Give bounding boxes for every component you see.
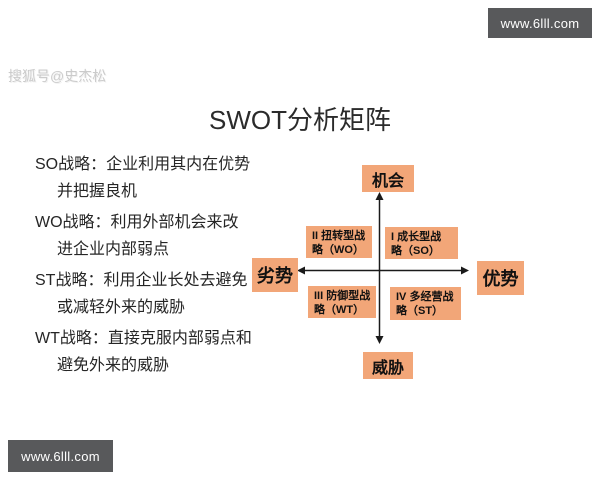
axis-label-opportunities: 机会 xyxy=(362,165,414,192)
so-strategy-line2: 并把握良机 xyxy=(57,183,138,200)
arrowhead-left-icon xyxy=(297,266,305,275)
quadrant-2-line1: II 扭转型战 xyxy=(312,230,366,242)
wo-strategy-line2: 进企业内部弱点 xyxy=(57,241,170,258)
arrowhead-right-icon xyxy=(461,266,469,275)
watermark-bar-bottom-left: www.6lll.com xyxy=(8,440,113,472)
st-strategy-line2: 或减轻外来的威胁 xyxy=(57,299,186,316)
axis-label-threats: 威胁 xyxy=(363,352,413,379)
wo-strategy-line1: WO战略：利用外部机会来改 xyxy=(35,214,239,231)
watermark-url-top: www.6lll.com xyxy=(500,15,580,31)
arrowhead-down-icon xyxy=(375,336,384,344)
quadrant-3-line1: III 防御型战 xyxy=(314,290,371,302)
quadrant-1-line1: I 成长型战 xyxy=(391,231,442,243)
so-strategy-line1: SO战略：企业利用其内在优势 xyxy=(35,156,251,173)
so-strategy-definition: SO战略：企业利用其内在优势 并把握良机 xyxy=(35,151,285,205)
quadrant-3-wt-box: III 防御型战 略（WT） xyxy=(308,286,376,318)
wo-strategy-definition: WO战略：利用外部机会来改 进企业内部弱点 xyxy=(35,209,285,263)
watermark-bar-top-right: www.6lll.com xyxy=(488,8,592,38)
quadrant-1-so-box: I 成长型战 略（SO） xyxy=(385,227,458,259)
quadrant-2-wo-box: II 扭转型战 略（WO） xyxy=(306,226,372,258)
quadrant-2-line2: 略（WO） xyxy=(312,244,364,256)
quadrant-3-line2: 略（WT） xyxy=(314,304,365,316)
quadrant-4-line1: IV 多经营战 xyxy=(396,291,454,303)
axis-label-strengths: 优势 xyxy=(477,261,524,295)
axis-label-weaknesses: 劣势 xyxy=(252,258,298,292)
st-strategy-definition: ST战略：利用企业长处去避免 或减轻外来的威胁 xyxy=(35,267,285,321)
st-strategy-line1: ST战略：利用企业长处去避免 xyxy=(35,272,248,289)
page-title: SWOT分析矩阵 xyxy=(209,105,391,135)
quadrant-4-st-box: IV 多经营战 略（ST） xyxy=(390,287,461,320)
wt-strategy-line1: WT战略：直接克服内部弱点和 xyxy=(35,330,252,347)
strategy-definitions: SO战略：企业利用其内在优势 并把握良机 WO战略：利用外部机会来改 进企业内部… xyxy=(35,151,285,383)
quadrant-1-line2: 略（SO） xyxy=(391,245,440,257)
arrowhead-up-icon xyxy=(375,192,384,200)
wt-strategy-line2: 避免外来的威胁 xyxy=(57,357,170,374)
sohu-account-watermark: 搜狐号@史杰松 xyxy=(8,68,107,84)
quadrant-4-line2: 略（ST） xyxy=(396,305,444,317)
wt-strategy-definition: WT战略：直接克服内部弱点和 避免外来的威胁 xyxy=(35,325,285,379)
watermark-url-bottom: www.6lll.com xyxy=(21,448,100,464)
